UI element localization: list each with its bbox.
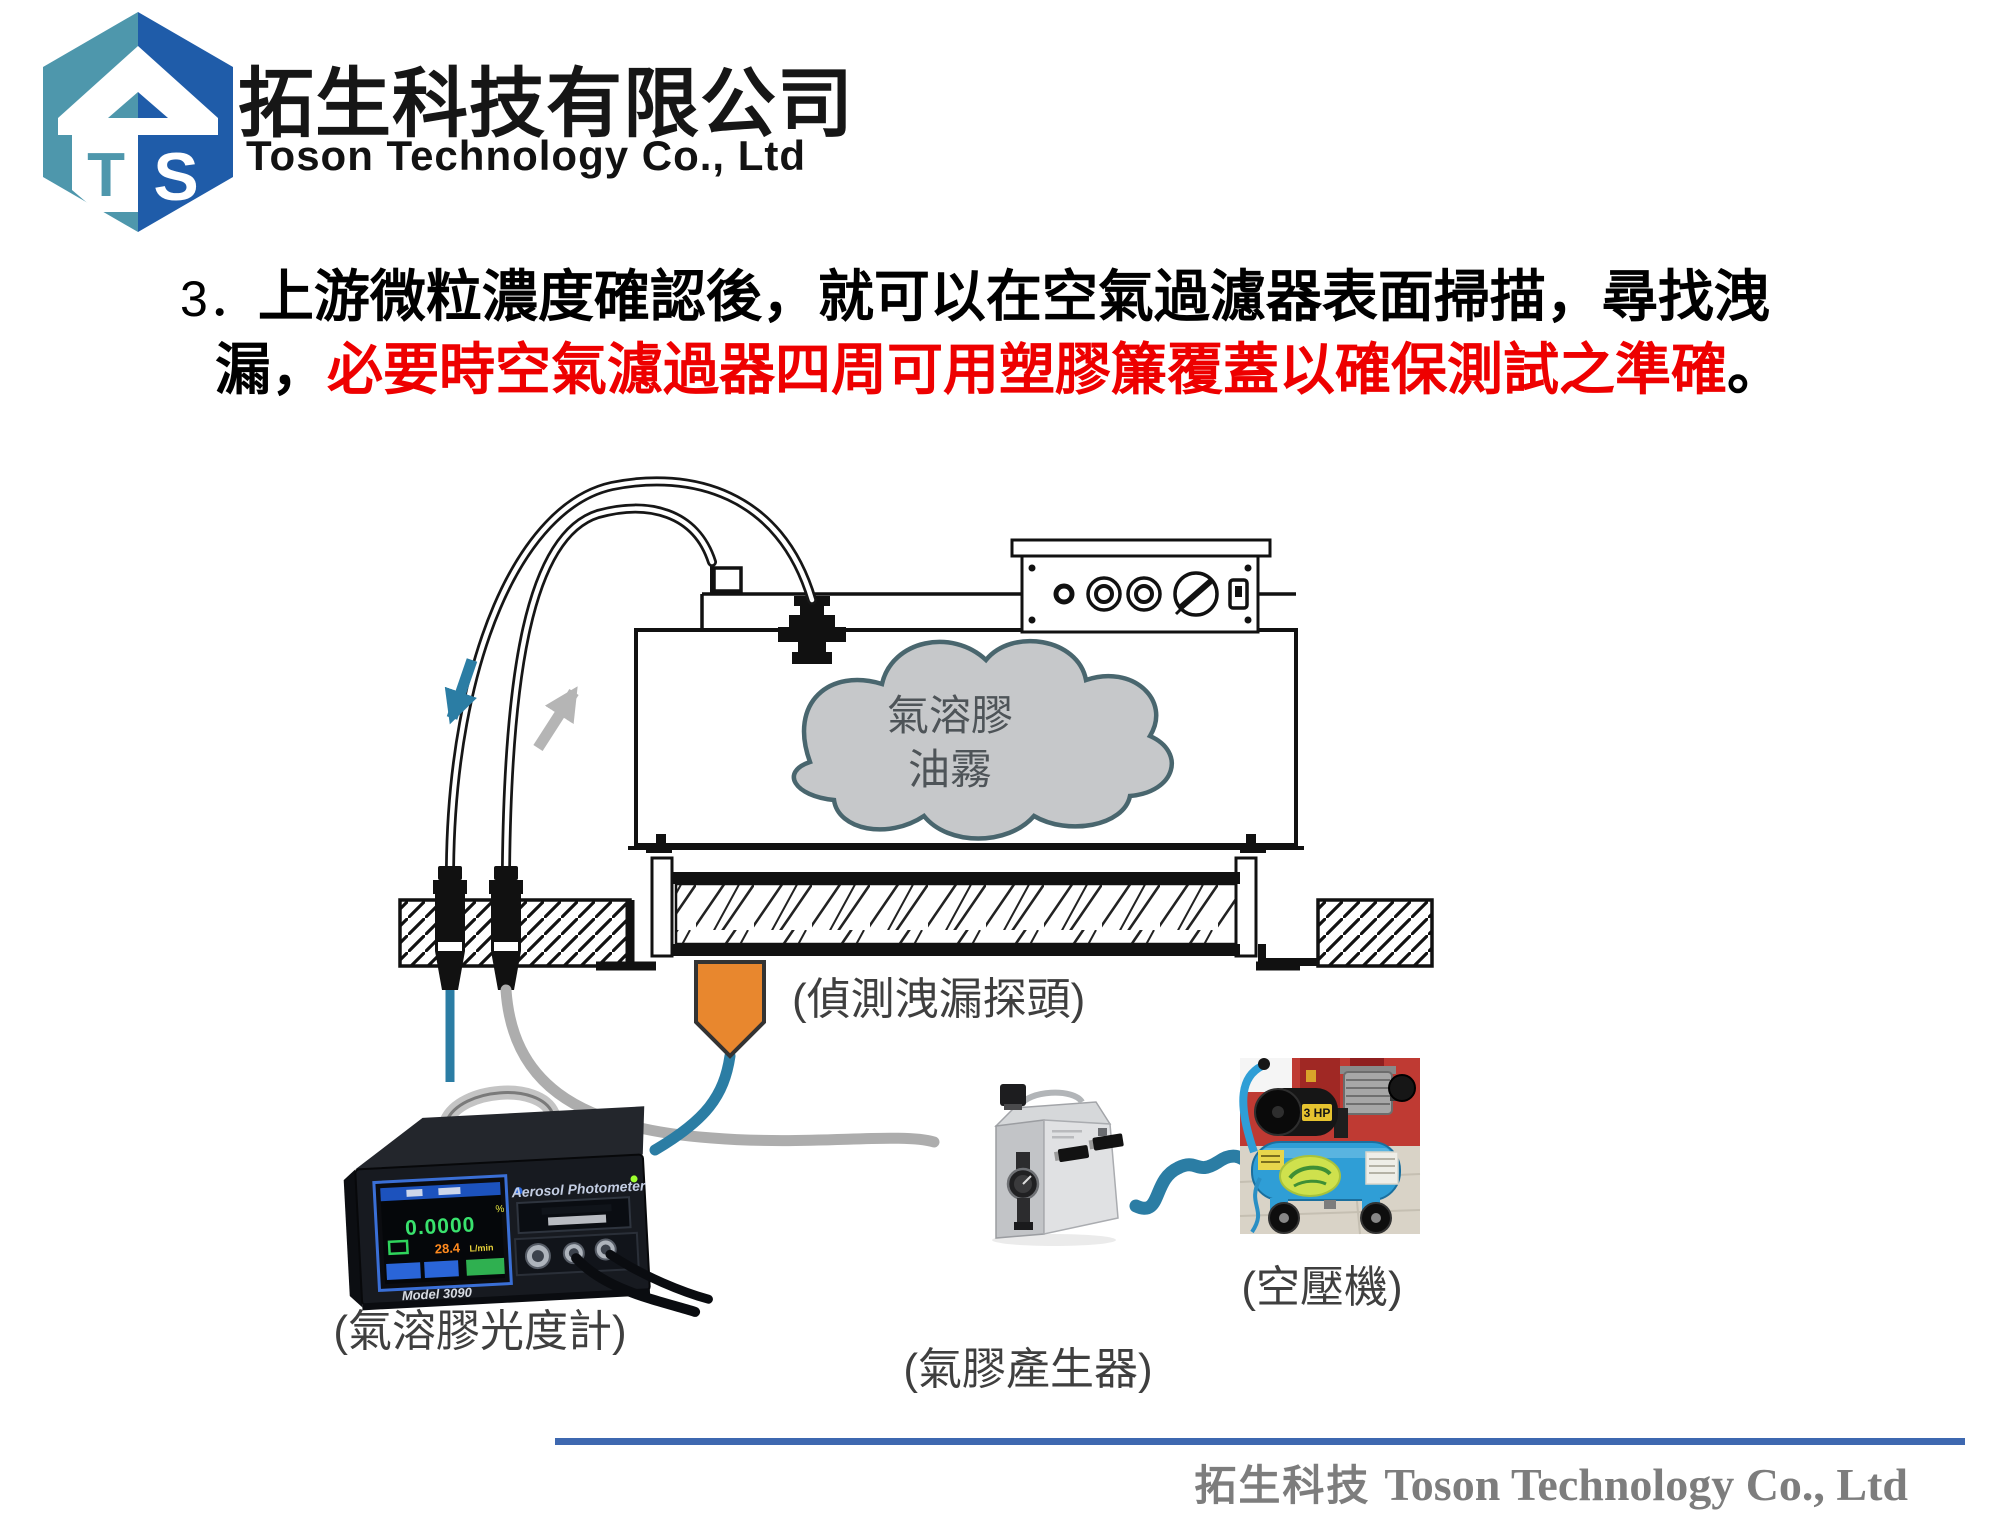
bulkhead-fitting-downstream <box>433 866 467 990</box>
leak-probe <box>649 960 766 1156</box>
company-logo: T S <box>43 12 233 232</box>
tube-bracket <box>712 566 743 593</box>
footer-company-zh: 拓生科技 <box>1194 1462 1371 1509</box>
air-hose-compressor-to-generator <box>1129 1149 1257 1215</box>
indicator-lamp <box>1053 583 1075 605</box>
photometer-brand: Aerosol Photometer <box>510 1177 647 1200</box>
generator-cap <box>1000 1084 1026 1106</box>
aerosol-cloud: 氣溶膠 油霧 <box>791 638 1175 841</box>
aerosol-photometer: 0.0000 % 28.4 L/min Aerosol Photometer <box>343 1085 713 1317</box>
hepa-filter <box>614 834 1304 971</box>
intake-filter <box>1388 1074 1416 1102</box>
heading-line2-black: 漏， <box>215 338 327 401</box>
aerosol-generator <box>992 1084 1124 1246</box>
ceiling-plate-right <box>1258 898 1434 968</box>
photometer-reading: 0.0000 <box>405 1213 476 1240</box>
logo-arrow-icon <box>58 46 218 118</box>
knob-small-1 <box>1086 576 1122 612</box>
cloud-label-line1: 氣溶膠 <box>887 692 1013 739</box>
bulkhead-fitting-upstream <box>489 866 523 990</box>
logo-letter-s: S <box>153 139 198 215</box>
upstream-flow-arrow-icon <box>533 686 579 751</box>
company-name-zh: 拓生科技有限公司 <box>238 62 854 147</box>
hose-connectors <box>513 1231 713 1317</box>
power-led <box>630 1175 638 1183</box>
photometer-flow-unit: L/min <box>469 1242 493 1253</box>
probe-hose <box>649 1050 736 1156</box>
pressure-regulator <box>1006 1152 1040 1230</box>
knob-rotary-selector <box>1173 571 1219 617</box>
control-panel <box>1010 538 1272 634</box>
heading-number: 3． <box>180 271 258 327</box>
company-name-en: Toson Technology Co., Ltd <box>246 132 807 179</box>
probe-label: (偵測洩漏探頭) <box>792 975 1085 1024</box>
probe-icon <box>694 960 766 1059</box>
gray-hose-to-generator <box>500 984 940 1148</box>
logo-hexagon: T S <box>43 12 233 232</box>
power-switch <box>1228 578 1249 610</box>
footer-divider <box>555 1438 1965 1445</box>
heading-line1-text: 上游微粒濃度確認後，就可以在空氣過濾器表面掃描，尋找洩 <box>257 265 1770 328</box>
compressor-label: (空壓機) <box>1241 1263 1402 1312</box>
svg-text:%: % <box>495 1204 505 1215</box>
heading-line1: 3．上游微粒濃度確認後，就可以在空氣過濾器表面掃描，尋找洩 <box>180 252 1770 333</box>
footer-company-en: Toson Technology Co., Ltd <box>1384 1459 1908 1510</box>
photometer-label: (氣溶膠光度計) <box>333 1307 626 1356</box>
downstream-flow-arrow-icon <box>444 658 478 725</box>
knob-small-2 <box>1126 576 1162 612</box>
cloud-label-line2: 油霧 <box>908 746 992 793</box>
compressor-hp-label: 3 HP <box>1304 1106 1331 1120</box>
generator-label: (氣膠產生器) <box>903 1345 1152 1394</box>
footer: 拓生科技 Toson Technology Co., Ltd <box>1194 1452 1908 1513</box>
heading-line2-red: 必要時空氣濾過器四周可用塑膠簾覆蓋以確保測試之準確 <box>327 338 1727 401</box>
photometer-flow-value: 28.4 <box>434 1240 461 1256</box>
generator-nozzles <box>1054 1133 1124 1163</box>
logo-letter-t: T <box>87 141 125 210</box>
printer-slot <box>516 1196 632 1235</box>
photometer-screen: 0.0000 % 28.4 L/min <box>372 1174 513 1292</box>
air-compressor: 3 HP <box>1239 1058 1421 1235</box>
heading-line2: 漏，必要時空氣濾過器四周可用塑膠簾覆蓋以確保測試之準確。 <box>215 325 1783 406</box>
heading-line2-tail: 。 <box>1727 338 1783 401</box>
